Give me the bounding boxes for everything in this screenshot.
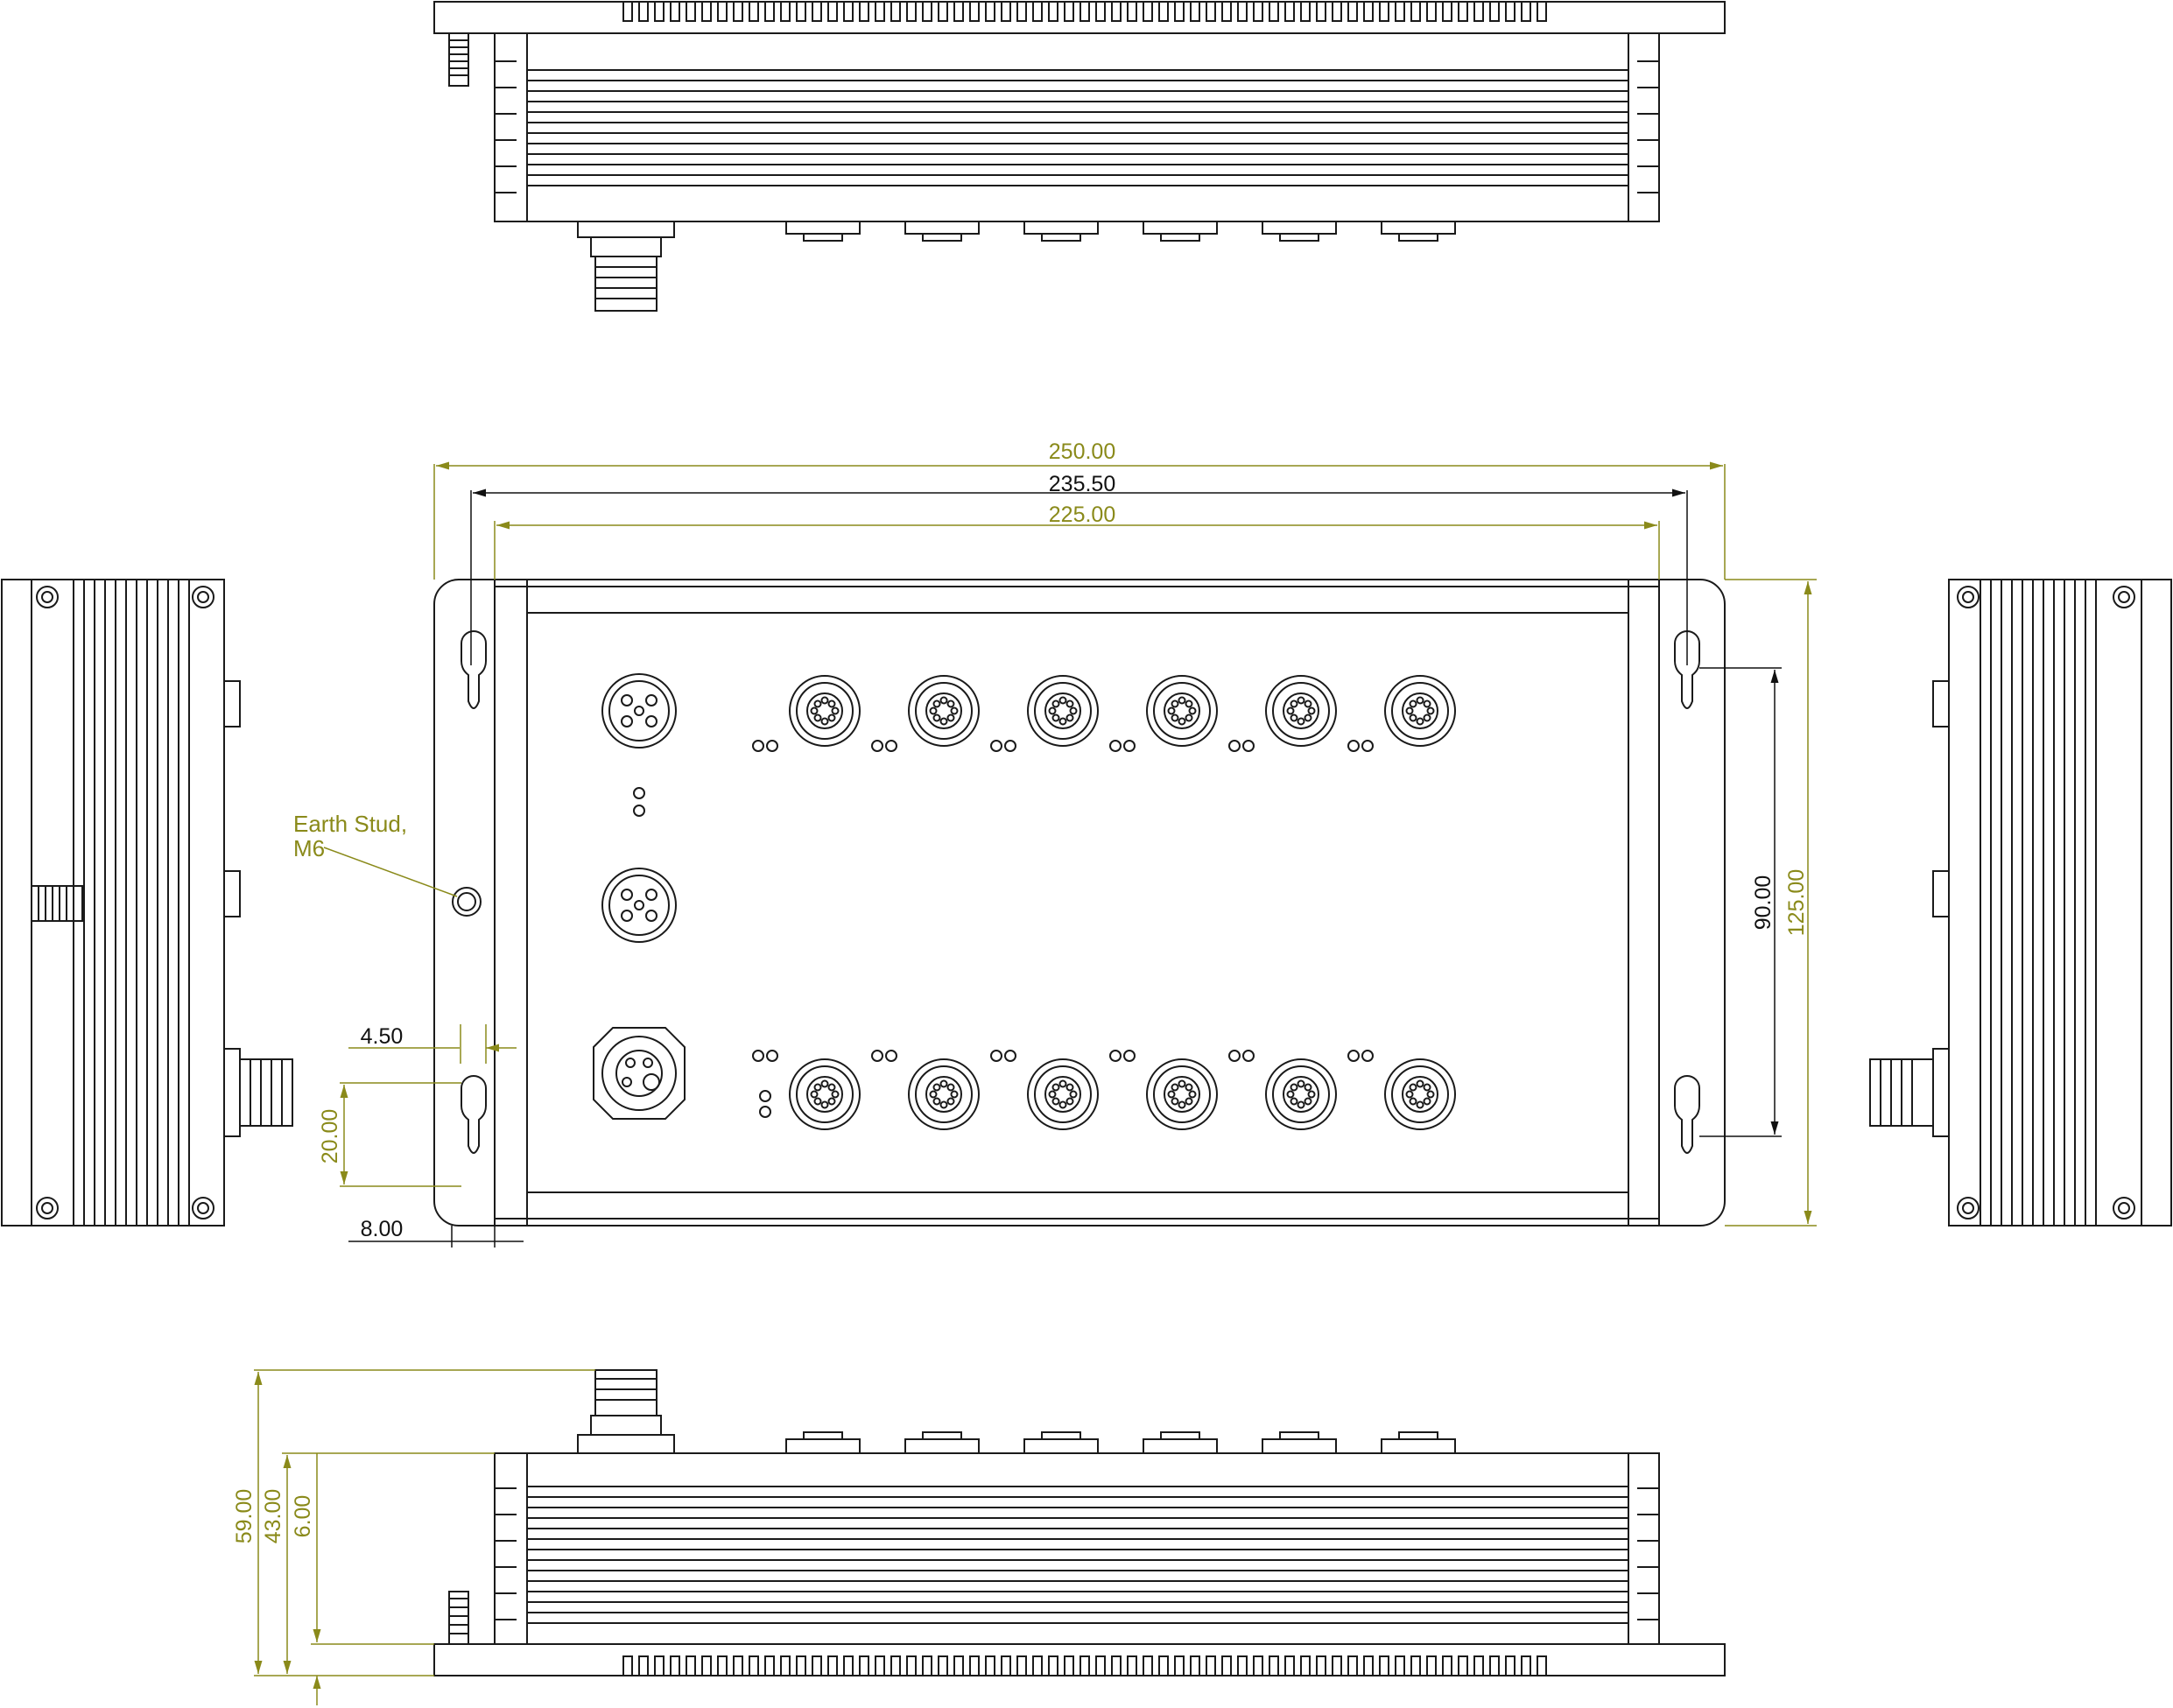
top-view-ribs xyxy=(527,69,1628,186)
dim-flange-width: 8.00 xyxy=(361,1217,404,1241)
mounting-slot-bottom-right xyxy=(1674,1075,1700,1154)
front-power-connector xyxy=(593,1027,686,1120)
top-view-fins xyxy=(495,1,1659,193)
dim-flange-offset: 4.50 xyxy=(361,1024,404,1049)
dim-body-height: 43.00 xyxy=(261,1489,285,1544)
top-view-ports xyxy=(785,221,1456,242)
port-bottom-1 xyxy=(789,1058,861,1130)
dim-hole-spacing-height: 90.00 xyxy=(1751,875,1776,931)
top-view-earth-stud xyxy=(448,32,469,87)
port-bottom-5 xyxy=(1265,1058,1337,1130)
dim-total-height: 59.00 xyxy=(232,1489,257,1544)
dim-overall-height: 125.00 xyxy=(1784,869,1809,936)
earth-stud xyxy=(452,887,482,917)
dim-body-width: 225.00 xyxy=(1049,503,1115,527)
port-bottom-2 xyxy=(908,1058,980,1130)
bottom-view-power-connector xyxy=(577,1369,675,1454)
port-top-1 xyxy=(789,675,861,747)
dim-hole-spacing-width: 235.50 xyxy=(1049,472,1115,496)
dim-overall-width: 250.00 xyxy=(1049,439,1115,464)
dimension-lines xyxy=(254,461,1817,1705)
earth-stud-label-line1: Earth Stud, xyxy=(293,811,407,837)
mounting-slot-top-left xyxy=(461,630,487,709)
front-view-ports xyxy=(752,675,1456,1130)
front-connector-b xyxy=(601,868,677,943)
right-side-view xyxy=(1869,579,2172,1227)
earth-stud-label-line2: M6 xyxy=(293,835,325,861)
top-view-power-connector xyxy=(577,221,675,312)
front-view-body xyxy=(494,579,1660,1227)
front-view xyxy=(433,579,1726,1227)
mounting-slot-bottom-left xyxy=(461,1075,487,1154)
port-bottom-3 xyxy=(1027,1058,1099,1130)
dim-flange-height: 6.00 xyxy=(291,1495,315,1538)
port-top-2 xyxy=(908,675,980,747)
top-view xyxy=(433,1,1726,312)
port-bottom-6 xyxy=(1384,1058,1456,1130)
port-top-6 xyxy=(1384,675,1456,747)
front-connector-a xyxy=(601,673,677,749)
dim-slot-length: 20.00 xyxy=(318,1109,342,1164)
left-side-view xyxy=(1,579,293,1227)
bottom-view-earth-stud xyxy=(448,1591,469,1645)
port-top-3 xyxy=(1027,675,1099,747)
port-top-5 xyxy=(1265,675,1337,747)
bottom-view xyxy=(433,1369,1726,1676)
front-view-face xyxy=(526,612,1629,1193)
port-top-4 xyxy=(1146,675,1218,747)
top-view-inner-body xyxy=(526,32,1629,222)
port-bottom-4 xyxy=(1146,1058,1218,1130)
top-view-body xyxy=(494,32,1660,222)
